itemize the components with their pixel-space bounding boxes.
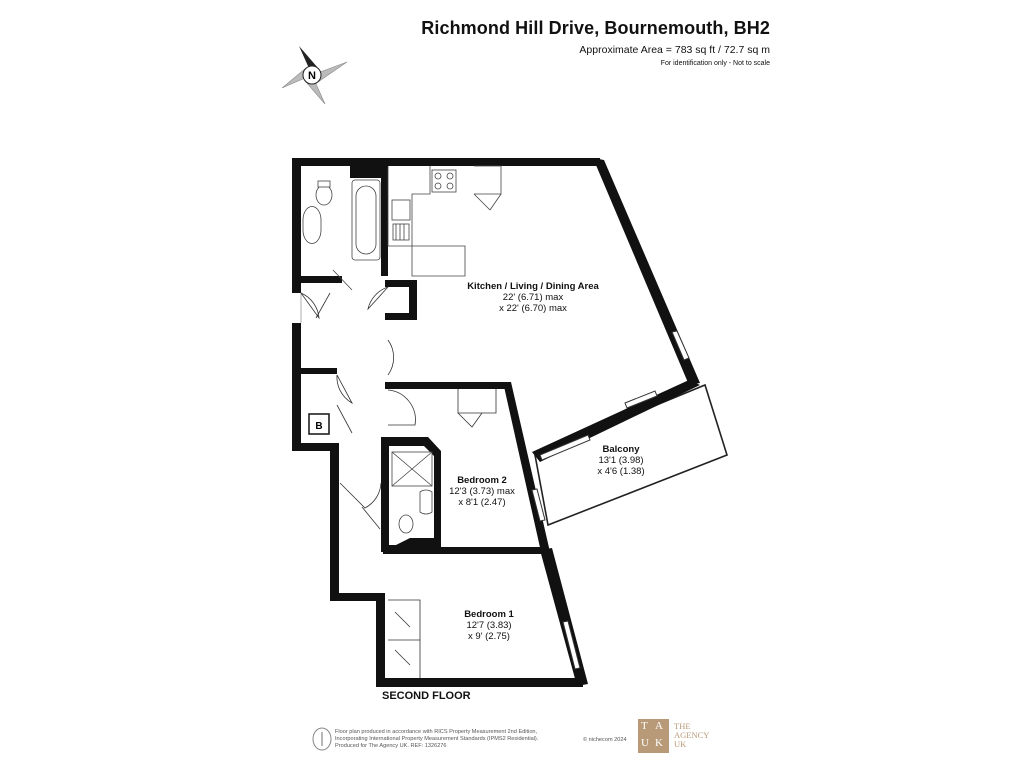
bedroom2-name: Bedroom 2 — [457, 475, 507, 486]
identification-note: For identification only - Not to scale — [660, 60, 770, 67]
hob-icon — [431, 169, 457, 193]
ensuite-fixtures — [391, 451, 433, 534]
bedroom1-name: Bedroom 1 — [464, 609, 514, 620]
balcony-dim2: x 4'6 (1.38) — [597, 466, 644, 477]
kitchen-dim2: x 22' (6.70) max — [499, 303, 567, 314]
logo-letter: A — [655, 720, 663, 732]
boiler-label: B — [315, 421, 322, 432]
logo-letter: K — [655, 737, 663, 749]
dishwasher-icon — [392, 223, 410, 241]
agency-name-line: UK — [674, 739, 687, 749]
windows — [531, 330, 690, 670]
kitchen-name: Kitchen / Living / Dining Area — [467, 281, 599, 292]
compass-letter: N — [308, 70, 316, 82]
footer-line: Floor plan produced in accordance with R… — [335, 729, 538, 735]
ensuite-basin-icon — [419, 489, 433, 515]
agency-name-line: THE — [674, 721, 691, 731]
bedroom2-dim1: 12'3 (3.73) max — [449, 486, 515, 497]
footer-text: Floor plan produced in accordance with R… — [335, 729, 580, 750]
floor-label: SECOND FLOOR — [382, 690, 471, 702]
agency-logo: T A U K — [638, 719, 669, 753]
basin-icon — [302, 206, 322, 244]
logo-letter: T — [641, 720, 648, 732]
bedroom2-dim2: x 8'1 (2.47) — [458, 497, 505, 508]
agency-name-line: AGENCY — [674, 730, 710, 740]
kitchen-dim1: 22' (6.71) max — [503, 292, 564, 303]
agency-name: THE AGENCY UK — [674, 722, 709, 749]
kitchen-units — [387, 165, 502, 277]
sink-icon — [391, 199, 411, 221]
rics-seal-icon — [312, 727, 332, 751]
toilet-icon — [315, 184, 333, 206]
ensuite-toilet-icon — [398, 514, 414, 534]
copyright: © nichecom 2024 — [583, 737, 627, 743]
logo-letter: U — [641, 737, 649, 749]
bedroom1-dim2: x 9' (2.75) — [468, 631, 510, 642]
footer-line: Produced for The Agency UK. REF: 1326276 — [335, 743, 447, 749]
balcony-name: Balcony — [603, 444, 641, 455]
property-title: Richmond Hill Drive, Bournemouth, BH2 — [421, 18, 770, 38]
compass-icon: N — [281, 46, 348, 105]
balcony-dim1: 13'1 (3.98) — [598, 455, 643, 466]
bathroom-fixtures — [300, 179, 381, 323]
approximate-area: Approximate Area = 783 sq ft / 72.7 sq m — [579, 44, 770, 56]
footer-line: Incorporating International Property Mea… — [335, 736, 539, 742]
boiler-cupboard: B — [308, 413, 330, 435]
door-swings — [300, 286, 497, 678]
bedroom1-dim1: 12'7 (3.83) — [466, 620, 511, 631]
